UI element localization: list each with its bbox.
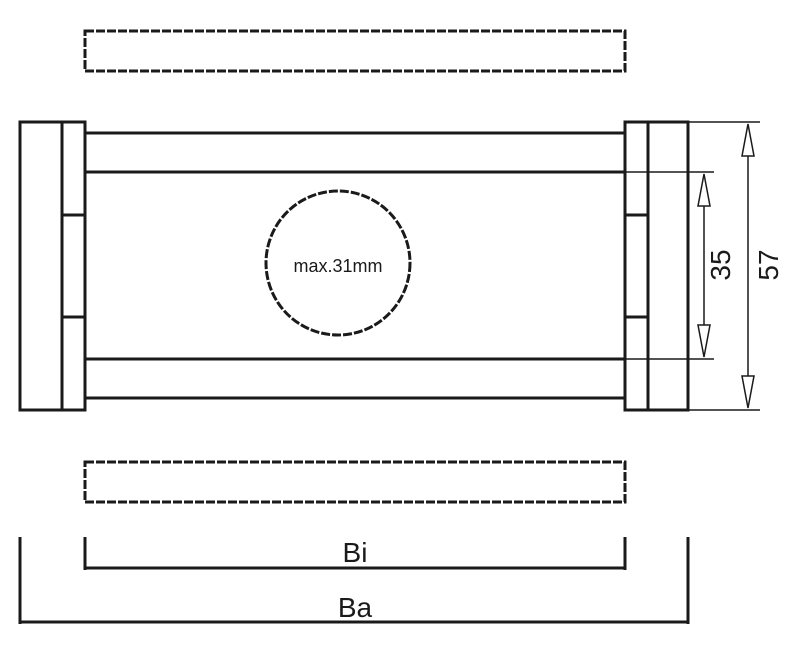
upper-crossbar bbox=[85, 131, 625, 174]
outer-height-dimension: 57 bbox=[741, 123, 784, 409]
inner-height-label: 35 bbox=[705, 249, 736, 280]
inner-width-label: Bi bbox=[343, 537, 368, 568]
arrowhead-down bbox=[697, 324, 711, 358]
bottom-cover-bar-dashed bbox=[83, 460, 627, 504]
max-cable-diameter-circle bbox=[264, 189, 412, 337]
arrowhead-down bbox=[741, 375, 755, 409]
outer-width-label: Ba bbox=[338, 592, 373, 623]
arrowhead-up bbox=[697, 173, 711, 207]
right-side-plate bbox=[623, 120, 690, 412]
inner-width-dimension: Bi bbox=[83, 537, 627, 570]
top-cover-bar-dashed bbox=[83, 29, 627, 73]
outer-width-dimension: Ba bbox=[18, 537, 690, 624]
arrowhead-up bbox=[741, 123, 755, 157]
hole-label: max.31mm bbox=[293, 256, 382, 276]
left-side-plate bbox=[18, 120, 87, 412]
outer-height-label: 57 bbox=[753, 249, 784, 280]
lower-crossbar bbox=[85, 357, 625, 400]
height-extension-lines bbox=[625, 121, 760, 411]
inner-height-dimension: 35 bbox=[697, 173, 736, 358]
